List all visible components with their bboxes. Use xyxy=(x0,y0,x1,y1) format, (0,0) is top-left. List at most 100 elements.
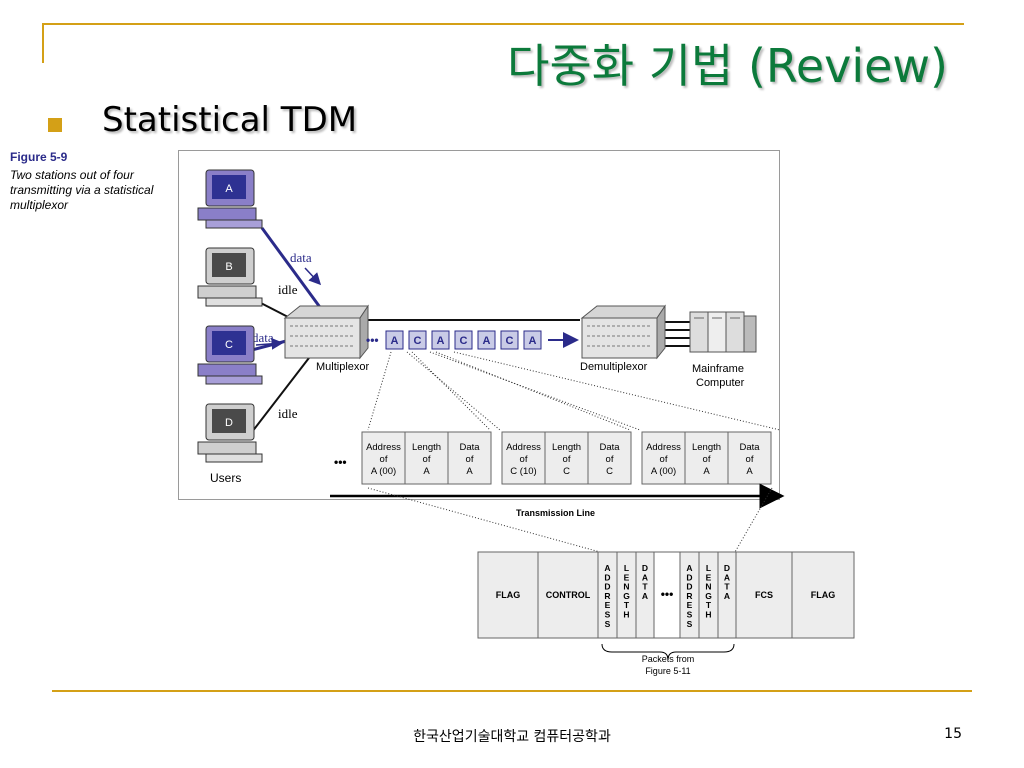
station-label: C xyxy=(225,339,233,351)
packet-cell-text: Data xyxy=(739,442,760,453)
frame-fcs-cell xyxy=(735,551,793,639)
frame-expand-right xyxy=(734,487,773,553)
frame-flag-left-cell xyxy=(477,551,539,639)
packet-cell-text: of xyxy=(466,454,474,465)
packet-cell xyxy=(684,431,729,485)
label-data-a: data xyxy=(290,250,312,265)
expand-line-6 xyxy=(453,351,781,431)
demultiplexor-device xyxy=(580,304,666,360)
label-users: Users xyxy=(210,471,241,485)
packet-cell-text: of xyxy=(380,454,388,465)
workstation-c: C xyxy=(197,325,263,385)
packet-cell-text: C xyxy=(606,466,613,477)
packet-cell xyxy=(447,431,492,485)
stream-slot xyxy=(477,330,496,350)
packet-cell xyxy=(641,431,686,485)
packet-cell-text: Address xyxy=(506,442,541,453)
packet-cell-text: Length xyxy=(692,442,721,453)
packet-cell-text: A xyxy=(746,466,753,477)
workstation-a: A xyxy=(197,169,263,229)
expand-line-4 xyxy=(429,351,641,431)
packets-caption-2: Figure 5-11 xyxy=(645,666,690,676)
packet-cell-text: Data xyxy=(599,442,620,453)
line-d-to-mux xyxy=(251,353,313,433)
packets-caption-1: Packets from xyxy=(642,654,695,664)
packet-cell xyxy=(544,431,589,485)
frame-packet1-cell xyxy=(597,551,655,639)
slide-footer: 한국산업기술대학교 컴퓨터공학과 xyxy=(413,729,611,745)
packet-ellipsis: ••• xyxy=(334,455,347,469)
packet-cell-text: Length xyxy=(412,442,441,453)
label-computer: Computer xyxy=(696,377,745,389)
packet-cell-text: of xyxy=(746,454,754,465)
packet-cell xyxy=(501,431,546,485)
stream-slot xyxy=(454,330,473,350)
stream-slot-label: A xyxy=(437,335,445,347)
packet-cell-text: A xyxy=(466,466,473,477)
label-transmission-line: Transmission Line xyxy=(516,508,595,518)
stream-slot xyxy=(431,330,450,350)
workstation-d: D xyxy=(197,403,263,463)
data-arrow-a xyxy=(304,267,322,286)
stream-slot-label: C xyxy=(460,335,468,347)
packet-cell-text: of xyxy=(660,454,668,465)
stream-slot-label: C xyxy=(506,335,514,347)
packet-cell-text: Address xyxy=(366,442,401,453)
frame-flag-left: FLAG xyxy=(496,590,521,600)
expand-line-1 xyxy=(367,351,392,431)
figure-caption: Two stations out of four transmitting vi… xyxy=(10,168,154,212)
label-demultiplexor: Demultiplexor xyxy=(580,361,648,373)
page-number: 15 xyxy=(944,726,962,742)
label-data-c: data xyxy=(252,330,274,345)
label-multiplexor: Multiplexor xyxy=(316,361,370,373)
bullet-square-icon xyxy=(48,118,62,132)
stream-slot-label: A xyxy=(391,335,399,347)
line-c-to-mux xyxy=(251,338,291,352)
frame-packet2-cell xyxy=(679,551,737,639)
top-accent-tick xyxy=(42,23,44,63)
packet-cell-text: A (00) xyxy=(651,466,676,477)
packet-cell-text: C xyxy=(563,466,570,477)
bottom-accent-line xyxy=(52,690,972,692)
mainframe-icon xyxy=(689,311,757,353)
station-label: A xyxy=(225,183,233,195)
packet-cell-text: of xyxy=(423,454,431,465)
stream-slot xyxy=(500,330,519,350)
packet-cell-text: Address xyxy=(646,442,681,453)
frame-row xyxy=(477,551,855,639)
multiplexor-device xyxy=(283,304,369,360)
packet-cell-text: of xyxy=(563,454,571,465)
frame-gap-cell xyxy=(653,551,681,639)
expand-line-2 xyxy=(406,351,501,431)
packets-brace xyxy=(601,643,735,661)
packet-cell-text: of xyxy=(606,454,614,465)
stream-slot xyxy=(385,330,404,350)
expand-line-5 xyxy=(435,351,631,431)
packet-cell-text: of xyxy=(703,454,711,465)
packet-cell xyxy=(361,431,406,485)
label-mainframe: Mainframe xyxy=(692,363,744,375)
frame-flag-right: FLAG xyxy=(811,590,836,600)
frame-ellipsis: ••• xyxy=(661,587,674,601)
packet-cell-text: A xyxy=(703,466,710,477)
label-idle-d: idle xyxy=(278,406,298,421)
stream-slot-label: C xyxy=(414,335,422,347)
stream-ellipsis: ••• xyxy=(366,333,379,347)
packet-cell xyxy=(587,431,632,485)
top-accent-line xyxy=(42,23,964,25)
frame-flag-right-cell xyxy=(791,551,855,639)
stream-slot xyxy=(408,330,427,350)
figure-heading: Figure 5-9 xyxy=(10,150,68,164)
packet-cell-text: C (10) xyxy=(510,466,536,477)
frame-control-cell xyxy=(537,551,599,639)
